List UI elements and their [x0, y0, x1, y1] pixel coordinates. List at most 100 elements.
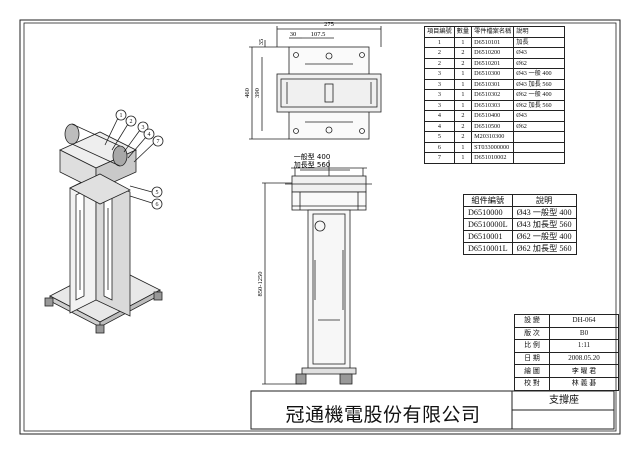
note-long: 加長型 560 — [294, 160, 331, 169]
balloon-4 — [143, 128, 155, 140]
parts-cell-qty: 2 — [453, 131, 473, 143]
balloon-7 — [152, 135, 164, 147]
assembly-header-code: 組件編號 — [463, 194, 513, 207]
parts-cell-file: D6510303 — [471, 99, 515, 111]
assembly-cell-desc: Ø62 一般型 400 — [511, 230, 577, 243]
balloon-label-4: 4 — [148, 132, 151, 138]
parts-cell-item: 5 — [424, 131, 455, 143]
parts-header-row: 項目編號 數量 零件檔案名稱 說明 — [424, 26, 566, 38]
note-standard: 一般型 400 — [294, 152, 331, 161]
dim-30: 30 — [290, 31, 297, 38]
parts-cell-desc — [513, 141, 566, 153]
title-block-row: 繪 圖李 曜 君 — [514, 364, 619, 378]
balloon-label-2: 2 — [130, 119, 133, 125]
parts-cell-desc: Ø62 一般 400 — [513, 89, 566, 101]
parts-cell-desc — [513, 131, 566, 143]
inner-border — [23, 22, 617, 432]
dim-35: 35 — [258, 39, 265, 46]
parts-cell-desc: Ø43 — [513, 110, 566, 122]
parts-cell-item: 4 — [424, 120, 455, 132]
parts-cell-file: D6510200 — [471, 47, 515, 59]
parts-cell-desc: Ø43 一般 400 — [513, 68, 566, 80]
balloon-1 — [115, 109, 127, 121]
parts-cell-qty: 1 — [453, 78, 473, 90]
title-block-label: 設 變 — [514, 314, 550, 328]
balloon-label-5: 5 — [156, 190, 159, 196]
dim-front-height: 850-1250 — [257, 272, 264, 297]
title-block-value: DH-064 — [549, 314, 619, 328]
parts-cell-item: 3 — [424, 99, 455, 111]
parts-cell-file: ST033000000 — [471, 141, 515, 153]
balloons — [115, 109, 164, 210]
parts-cell-item: 3 — [424, 78, 455, 90]
assembly-cell-desc: Ø62 加長型 560 — [511, 242, 577, 255]
company-name: 冠通機電股份有限公司 — [285, 404, 481, 426]
dim-107: 107.5 — [311, 31, 326, 38]
title-block-row: 校 對林 義 碁 — [514, 376, 619, 391]
parts-cell-item: 2 — [424, 57, 455, 69]
parts-cell-qty: 1 — [453, 68, 473, 80]
parts-cell-desc: Ø43 加長 560 — [513, 78, 566, 90]
balloon-3 — [137, 121, 149, 133]
parts-cell-item: 3 — [424, 89, 455, 101]
parts-cell-qty: 2 — [453, 120, 473, 132]
title-block-label: 繪 圖 — [514, 364, 550, 378]
parts-cell-desc — [513, 152, 566, 164]
parts-cell-item: 4 — [424, 110, 455, 122]
parts-cell-qty: 1 — [453, 89, 473, 101]
assembly-cell-desc: Ø43 一般型 400 — [511, 206, 577, 219]
parts-cell-desc: Ø62 加長 560 — [513, 99, 566, 111]
outer-border — [19, 19, 621, 435]
parts-cell-qty: 1 — [453, 152, 473, 164]
title-block-value: 1:11 — [549, 339, 619, 353]
assembly-cell-code: D6510000 — [463, 206, 513, 219]
parts-cell-qty: 1 — [453, 141, 473, 153]
parts-cell-desc: Ø43 — [513, 47, 566, 59]
parts-cell-item: 6 — [424, 141, 455, 153]
dim-460: 460 — [244, 88, 251, 98]
parts-header-desc: 說明 — [513, 26, 566, 38]
parts-cell-desc: 加長 — [513, 36, 566, 48]
parts-cell-file: D651010002 — [471, 152, 515, 164]
top-view — [249, 26, 382, 140]
drawing-name: 支撐座 — [549, 395, 579, 406]
title-block-label: 比 例 — [514, 339, 550, 353]
title-block-label: 校 對 — [514, 376, 550, 391]
assembly-cell-code: D6510000L — [463, 218, 513, 231]
parts-header-file: 零件檔案名稱 — [471, 26, 515, 38]
dim-275: 275 — [324, 21, 334, 28]
balloon-5 — [151, 186, 163, 198]
parts-cell-qty: 1 — [453, 36, 473, 48]
front-view — [262, 160, 372, 385]
parts-cell-file: D6510301 — [471, 78, 515, 90]
parts-cell-qty: 1 — [453, 99, 473, 111]
balloon-label-6: 6 — [156, 202, 159, 208]
assembly-header-row: 組件編號 說明 — [463, 194, 577, 207]
assembly-cell-code: D6510001L — [463, 242, 513, 255]
parts-cell-file: D6510300 — [471, 68, 515, 80]
parts-cell-file: M20310300 — [471, 131, 515, 143]
parts-cell-file: D6510400 — [471, 110, 515, 122]
parts-header-qty: 數量 — [453, 26, 473, 38]
